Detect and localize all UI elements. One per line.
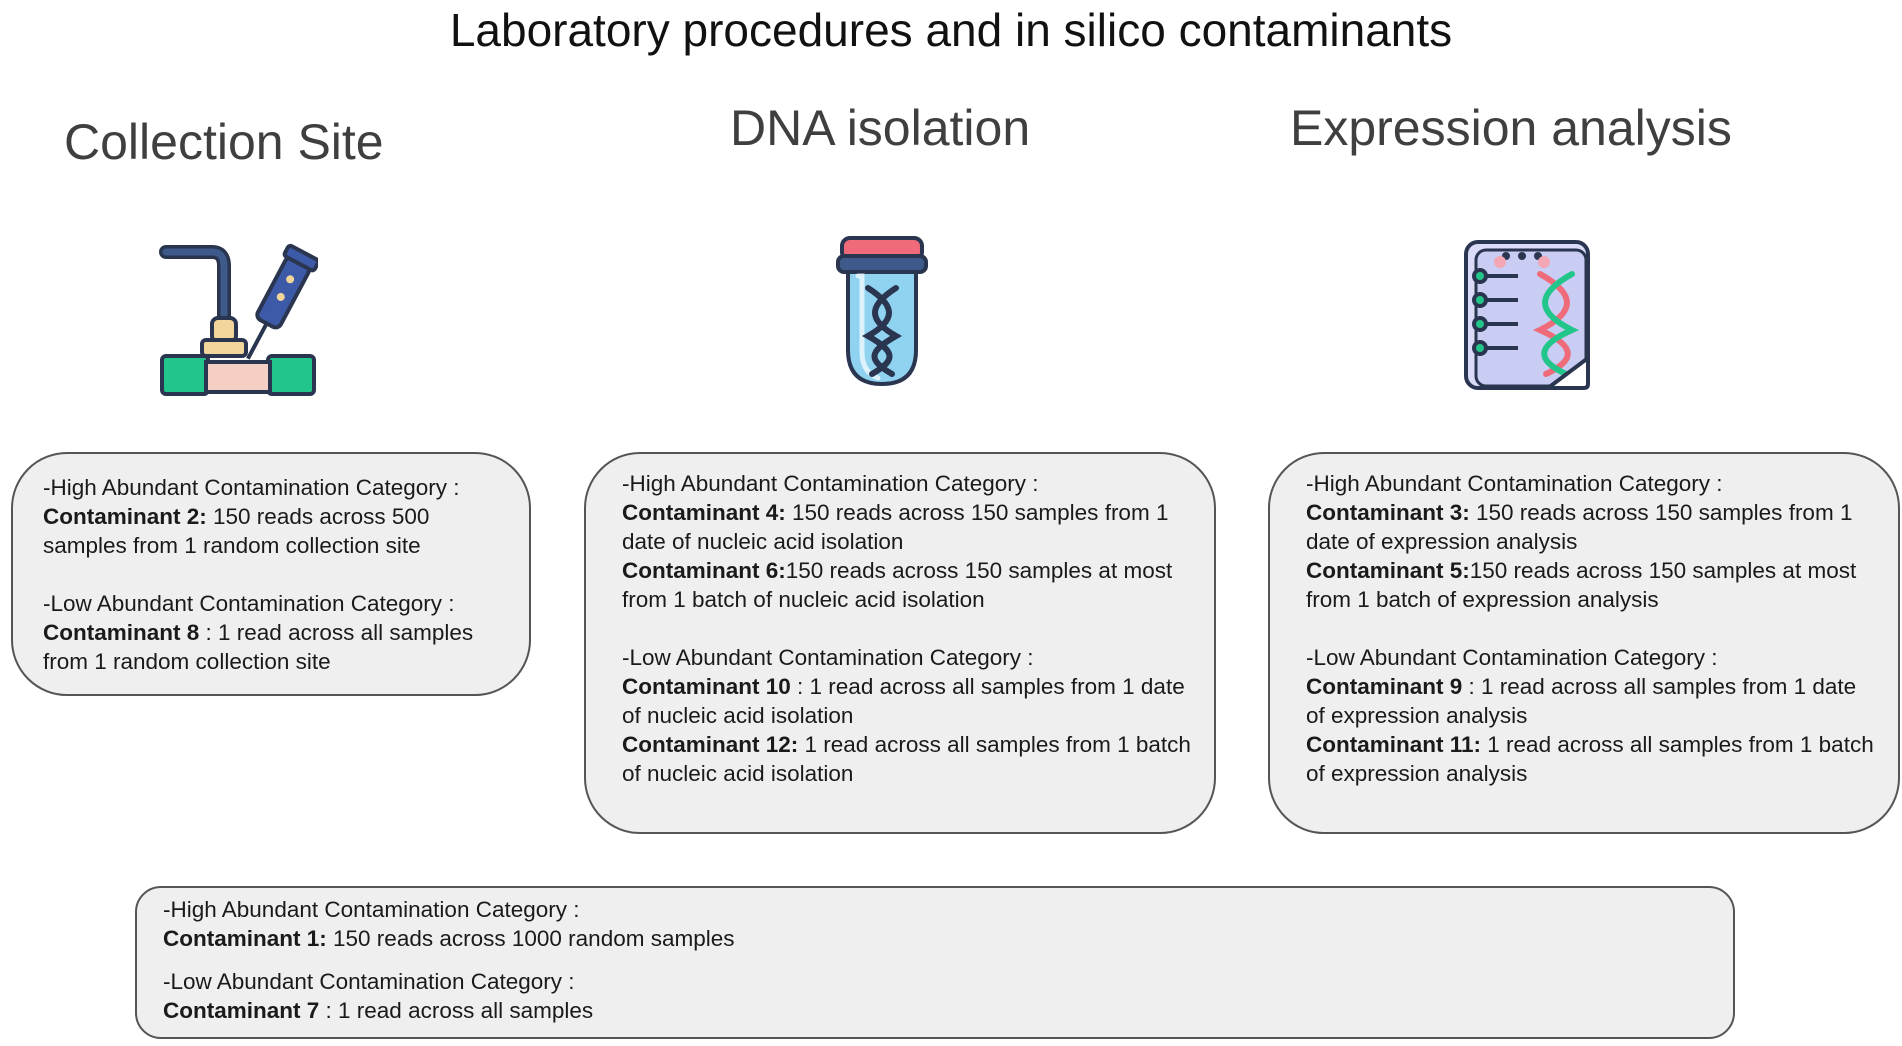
contaminant-name: Contaminant 2: [43,504,207,529]
contaminant-name: Contaminant 3: [1306,500,1470,525]
contaminant-description: 150 reads across 150 samples from 1 date… [1306,500,1853,554]
dna-report-icon [1464,240,1590,390]
contaminant-description: 150 reads across 1000 random samples [326,926,735,951]
low-category-label: -Low Abundant Contamination Category : [1306,645,1718,670]
contaminant-description: : 1 read across all samples [319,998,594,1023]
contaminant-description: : 1 read across all samples from 1 date … [622,674,1185,728]
contaminant-name: Contaminant 5: [1306,558,1470,583]
contaminant-item: Contaminant 12: 1 read across all sample… [622,730,1194,788]
contamination-box-random-samples: -High Abundant Contamination Category : … [135,886,1735,1039]
low-category-label: -Low Abundant Contamination Category : [43,591,455,616]
sample-collection-icon [159,243,318,396]
contaminant-item: Contaminant 7 : 1 read across all sample… [163,996,1713,1025]
contaminant-item: Contaminant 5:150 reads across 150 sampl… [1306,556,1878,614]
stage-title-collection-site: Collection Site [64,114,384,170]
contaminant-description: : 1 read across all samples from 1 date … [1306,674,1857,728]
contaminant-item: Contaminant 1: 150 reads across 1000 ran… [163,924,1713,953]
contaminant-description: 150 reads across 150 samples at most fro… [1306,558,1857,612]
contaminant-name: Contaminant 1: [163,926,327,951]
contaminant-name: Contaminant 9 [1306,674,1463,699]
dna-tube-icon [836,236,928,387]
contaminant-name: Contaminant 12: [622,732,799,757]
stage-title-dna-isolation: DNA isolation [730,100,1031,156]
contamination-box-collection-site: -High Abundant Contamination Category : … [11,452,531,696]
contaminant-item: Contaminant 4: 150 reads across 150 samp… [622,498,1194,556]
contaminant-item: Contaminant 3: 150 reads across 150 samp… [1306,498,1878,556]
stage-title-expression-analysis: Expression analysis [1290,100,1732,156]
contaminant-description: 150 reads across 150 samples from 1 date… [622,500,1169,554]
contaminant-item: Contaminant 9 : 1 read across all sample… [1306,672,1878,730]
contamination-box-dna-isolation: -High Abundant Contamination Category : … [584,452,1216,834]
contaminant-name: Contaminant 8 [43,620,200,645]
contaminant-item: Contaminant 10 : 1 read across all sampl… [622,672,1194,730]
contaminant-name: Contaminant 7 [163,998,320,1023]
contaminant-description: 150 reads across 500 samples from 1 rand… [43,504,430,558]
contaminant-name: Contaminant 4: [622,500,786,525]
high-category-label: -High Abundant Contamination Category : [622,471,1039,496]
high-category-label: -High Abundant Contamination Category : [1306,471,1723,496]
contaminant-item: Contaminant 6:150 reads across 150 sampl… [622,556,1194,614]
high-category-label: -High Abundant Contamination Category : [163,897,580,922]
high-category-label: -High Abundant Contamination Category : [43,475,460,500]
contaminant-name: Contaminant 10 [622,674,791,699]
low-category-label: -Low Abundant Contamination Category : [163,969,575,994]
contaminant-name: Contaminant 6: [622,558,786,583]
contaminant-item: Contaminant 11: 1 read across all sample… [1306,730,1878,788]
diagram-title: Laboratory procedures and in silico cont… [449,4,1453,56]
contaminant-description: 1 read across all samples from 1 batch o… [622,732,1191,786]
contaminant-name: Contaminant 11: [1306,732,1482,757]
low-category-label: -Low Abundant Contamination Category : [622,645,1034,670]
contaminant-item: Contaminant 2: 150 reads across 500 samp… [43,502,509,560]
contaminant-description: 1 read across all samples from 1 batch o… [1306,732,1874,786]
contaminant-description: 150 reads across 150 samples at most fro… [622,558,1173,612]
contamination-box-expression-analysis: -High Abundant Contamination Category : … [1268,452,1900,834]
contaminant-description: : 1 read across all samples from 1 rando… [43,620,474,674]
contaminant-item: Contaminant 8 : 1 read across all sample… [43,618,509,676]
